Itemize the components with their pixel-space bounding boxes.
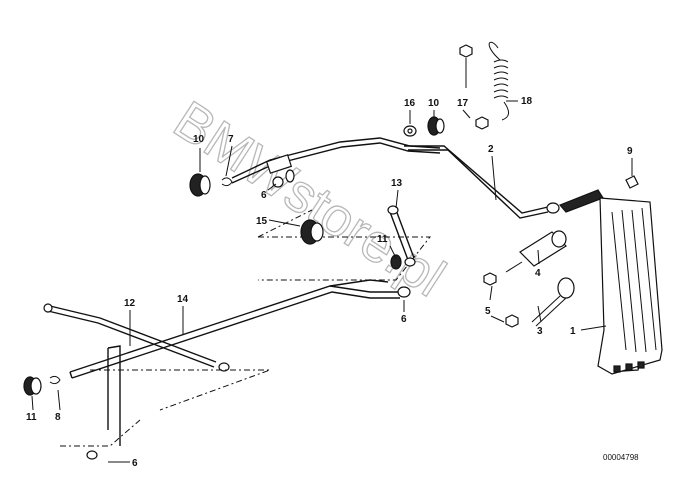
callout-14: 14: [177, 294, 189, 305]
callouts: 1 2 3 4 5 6 6 6 7 8 9 10 10 11 11 12 13 …: [26, 96, 633, 469]
callout-17: 17: [457, 98, 469, 109]
callout-6b: 6: [401, 314, 407, 325]
callout-18: 18: [521, 96, 533, 107]
callout-11a: 11: [26, 412, 37, 423]
callout-3: 3: [537, 326, 543, 337]
callout-7: 7: [228, 134, 234, 145]
drawing-code: 00004798: [603, 453, 639, 462]
callout-5: 5: [485, 306, 491, 317]
callout-12: 12: [124, 298, 136, 309]
callout-9: 9: [627, 146, 633, 157]
upper-shaft-assembly: [189, 41, 604, 219]
callout-1: 1: [570, 326, 576, 337]
callout-10a: 10: [193, 134, 205, 145]
callout-15: 15: [256, 216, 268, 227]
callout-8: 8: [55, 412, 61, 423]
pedal-assembly: [483, 175, 663, 375]
callout-11b: 11: [377, 234, 388, 245]
middle-link-assembly: [257, 205, 432, 281]
callout-10b: 10: [428, 98, 440, 109]
callout-16: 16: [404, 98, 416, 109]
callout-13: 13: [391, 178, 403, 189]
leader-lines: [31, 100, 633, 463]
lower-shaft-assembly: [23, 279, 411, 460]
callout-6c: 6: [132, 458, 138, 469]
callout-6a: 6: [261, 190, 267, 201]
watermark-text: BMWstore.pl: [163, 90, 455, 309]
callout-4: 4: [535, 268, 541, 279]
callout-2: 2: [488, 144, 494, 155]
